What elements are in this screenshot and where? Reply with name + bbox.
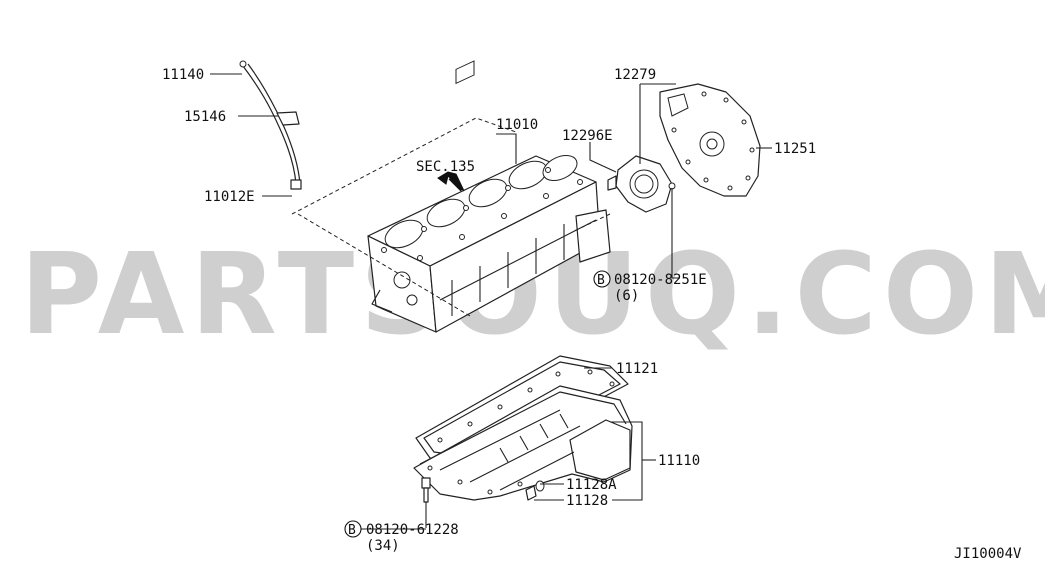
- qty-08120-61228: (34): [366, 538, 400, 554]
- label-08120-8251e-group[interactable]: B 08120-8251E (6): [593, 270, 707, 304]
- label-11251[interactable]: 11251: [774, 141, 816, 157]
- qty-08120-8251e: (6): [614, 288, 639, 304]
- label-11140[interactable]: 11140: [162, 67, 204, 83]
- bolt-marker-circle: [593, 270, 611, 288]
- cylinder-block[interactable]: [367, 60, 611, 333]
- label-08120-8251e[interactable]: 08120-8251E: [614, 272, 707, 288]
- label-12279[interactable]: 12279: [614, 67, 656, 83]
- leader-lines: [210, 73, 772, 528]
- label-15146[interactable]: 15146: [184, 109, 226, 125]
- oil-pan-gasket[interactable]: [415, 355, 629, 465]
- label-08120-61228-group[interactable]: B 08120-61228 (34): [344, 520, 459, 554]
- dipstick-assembly[interactable]: [239, 60, 302, 190]
- oil-pan[interactable]: [413, 385, 633, 501]
- label-11012E[interactable]: 11012E: [204, 189, 255, 205]
- label-sec-135[interactable]: SEC.135: [416, 159, 475, 175]
- oil-pan-bolt[interactable]: [421, 477, 431, 503]
- label-11128[interactable]: 11128: [566, 493, 608, 509]
- rear-plate[interactable]: [659, 83, 761, 197]
- rear-oil-seal-retainer[interactable]: [607, 155, 676, 213]
- bolt-marker-circle: [344, 520, 362, 538]
- bolt-marker-letter: B: [597, 273, 605, 288]
- label-11121[interactable]: 11121: [616, 361, 658, 377]
- bolt-marker-letter: B: [348, 523, 356, 538]
- label-08120-61228[interactable]: 08120-61228: [366, 522, 459, 538]
- diagram-code: JI10004V: [954, 546, 1022, 562]
- label-11010[interactable]: 11010: [496, 117, 538, 133]
- label-11110[interactable]: 11110: [658, 453, 700, 469]
- section-arrow: [437, 171, 465, 192]
- label-12296e[interactable]: 12296E: [562, 128, 613, 144]
- label-11128a[interactable]: 11128A: [566, 477, 617, 493]
